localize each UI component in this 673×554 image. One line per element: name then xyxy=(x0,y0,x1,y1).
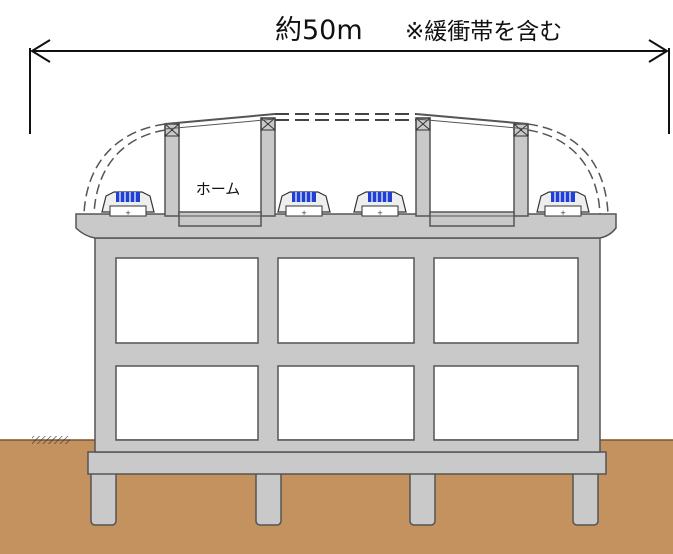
pile-1 xyxy=(90,469,117,526)
svg-text:+: + xyxy=(301,209,307,217)
roof-beam-left xyxy=(164,113,276,125)
svg-text:+: + xyxy=(377,209,383,217)
column-2 xyxy=(260,117,276,217)
column-4 xyxy=(513,123,529,217)
deck-slab xyxy=(75,213,617,239)
roof-beams xyxy=(164,113,529,130)
column-3 xyxy=(415,117,431,217)
train-3: + xyxy=(353,191,407,217)
planned-roof-center xyxy=(275,113,416,121)
platform-right xyxy=(429,211,515,227)
column-caps xyxy=(164,117,529,137)
train-4: + xyxy=(536,191,590,217)
viaduct-frame xyxy=(94,237,601,453)
footing-slab xyxy=(87,451,607,475)
dimension-note: ※緩衝帯を含む xyxy=(405,19,562,45)
svg-text:+: + xyxy=(125,209,131,217)
svg-text:+: + xyxy=(560,209,566,217)
pile-2 xyxy=(255,469,282,526)
platform-label: ホーム xyxy=(196,180,241,198)
ground-hatch-mark xyxy=(32,436,70,444)
dimension-arrow-left xyxy=(30,39,51,63)
pile-4 xyxy=(572,469,599,526)
planned-canopy-arcs xyxy=(83,123,609,215)
dimension-width-label: 約50m xyxy=(275,15,363,46)
platform-left xyxy=(178,211,262,227)
roof-columns xyxy=(164,117,529,217)
dimension-arrow-right xyxy=(648,39,669,63)
train-1: + xyxy=(101,191,155,217)
pile-3 xyxy=(409,469,436,526)
column-1 xyxy=(164,123,180,217)
train-2: + xyxy=(277,191,331,217)
roof-beam-right xyxy=(415,113,529,125)
dimension-line xyxy=(29,39,670,134)
